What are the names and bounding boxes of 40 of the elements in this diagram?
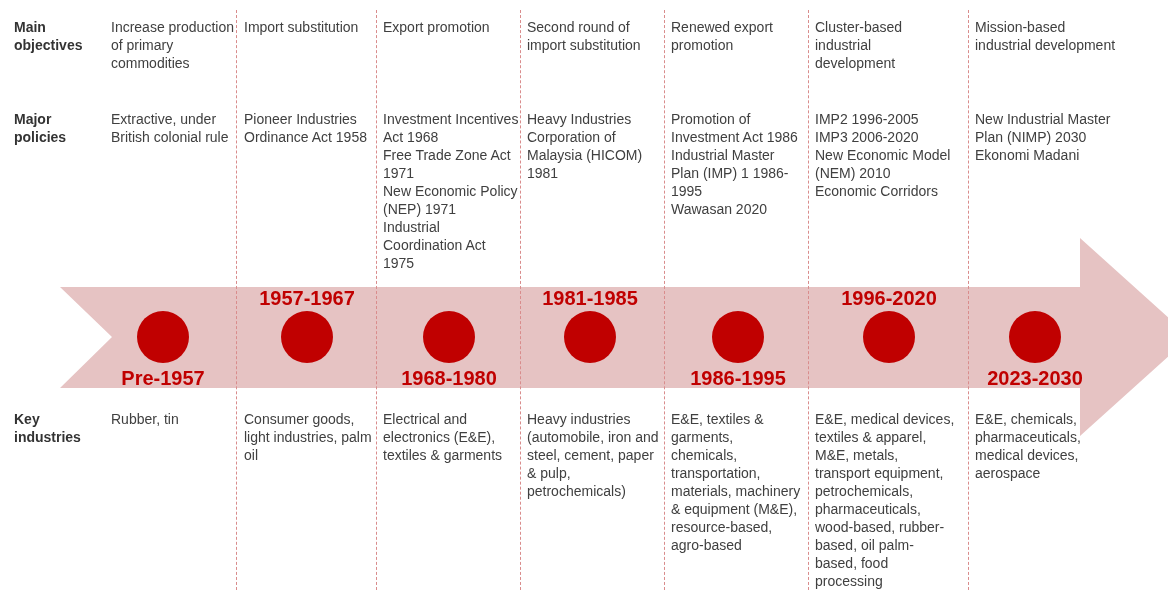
policy-text: Extractive, under British colonial rule bbox=[111, 110, 230, 146]
period-label: 2023-2030 bbox=[986, 366, 1084, 390]
policy-text: New Economic Model (NEM) 2010 bbox=[815, 146, 952, 182]
row-header: Key industries bbox=[14, 410, 82, 446]
objective-text: Mission-based industrial development bbox=[975, 18, 1117, 54]
industry-text: Electrical and electronics (E&E), textiles & garments bbox=[383, 410, 504, 464]
policy-text: Investment Incentives Act 1968 bbox=[383, 110, 519, 146]
industry-text: Consumer goods, light industries, palm oil bbox=[244, 410, 372, 464]
policy-text: Pioneer Industries Ordinance Act 1958 bbox=[244, 110, 368, 146]
period-label: 1968-1980 bbox=[400, 366, 498, 390]
period-label: 1996-2020 bbox=[840, 286, 938, 310]
period-label: 1981-1985 bbox=[541, 286, 639, 310]
policy-text: Heavy Industries Corporation of Malaysia (HICOM) 1981 bbox=[527, 110, 644, 182]
row-header: Main objectives bbox=[14, 18, 84, 54]
objective-text: Second round of import substitution bbox=[527, 18, 642, 54]
policy-text: Economic Corridors bbox=[815, 182, 939, 200]
industry-text: Heavy industries (automobile, iron and steel, cement, paper & pulp, petrochemicals) bbox=[527, 410, 659, 500]
policy-text: Promotion of Investment Act 1986 bbox=[671, 110, 799, 146]
policy-text: Wawasan 2020 bbox=[671, 200, 768, 218]
objective-text: Cluster-based industrial development bbox=[815, 18, 904, 72]
policy-text: Free Trade Zone Act 1971 bbox=[383, 146, 512, 182]
policy-text: New Industrial Master Plan (NIMP) 2030 bbox=[975, 110, 1112, 146]
policy-text: New Economic Policy (NEP) 1971 bbox=[383, 182, 519, 218]
industry-text: E&E, medical devices, textiles & apparel, M&E, metals, transport equipment, petrochemicals, pharmaceuticals, wood-based, rubber-based, oil palm-based, food processing bbox=[815, 410, 955, 590]
row-header: Major policies bbox=[14, 110, 68, 146]
objective-text: Renewed export promotion bbox=[671, 18, 774, 54]
policy-text: Industrial Master Plan (IMP) 1 1986-1995 bbox=[671, 146, 790, 200]
objective-text: Increase production of primary commodities bbox=[111, 18, 235, 72]
period-label: 1957-1967 bbox=[258, 286, 356, 310]
policy-text: IMP2 1996-2005 bbox=[815, 110, 920, 128]
industry-text: E&E, textiles & garments, chemicals, transportation, materials, machinery & equipment (M&E), resource-based, agro-based bbox=[671, 410, 802, 554]
policy-text: Ekonomi Madani bbox=[975, 146, 1081, 164]
industry-text: Rubber, tin bbox=[111, 410, 180, 428]
industry-text: E&E, chemicals, pharmaceuticals, medical devices, aerospace bbox=[975, 410, 1082, 482]
period-label: Pre-1957 bbox=[120, 366, 206, 390]
objective-text: Import substitution bbox=[244, 18, 360, 36]
policy-text: IMP3 2006-2020 bbox=[815, 128, 920, 146]
policy-text: Industrial Coordination Act 1975 bbox=[383, 218, 487, 272]
period-label: 1986-1995 bbox=[689, 366, 787, 390]
objective-text: Export promotion bbox=[383, 18, 491, 36]
